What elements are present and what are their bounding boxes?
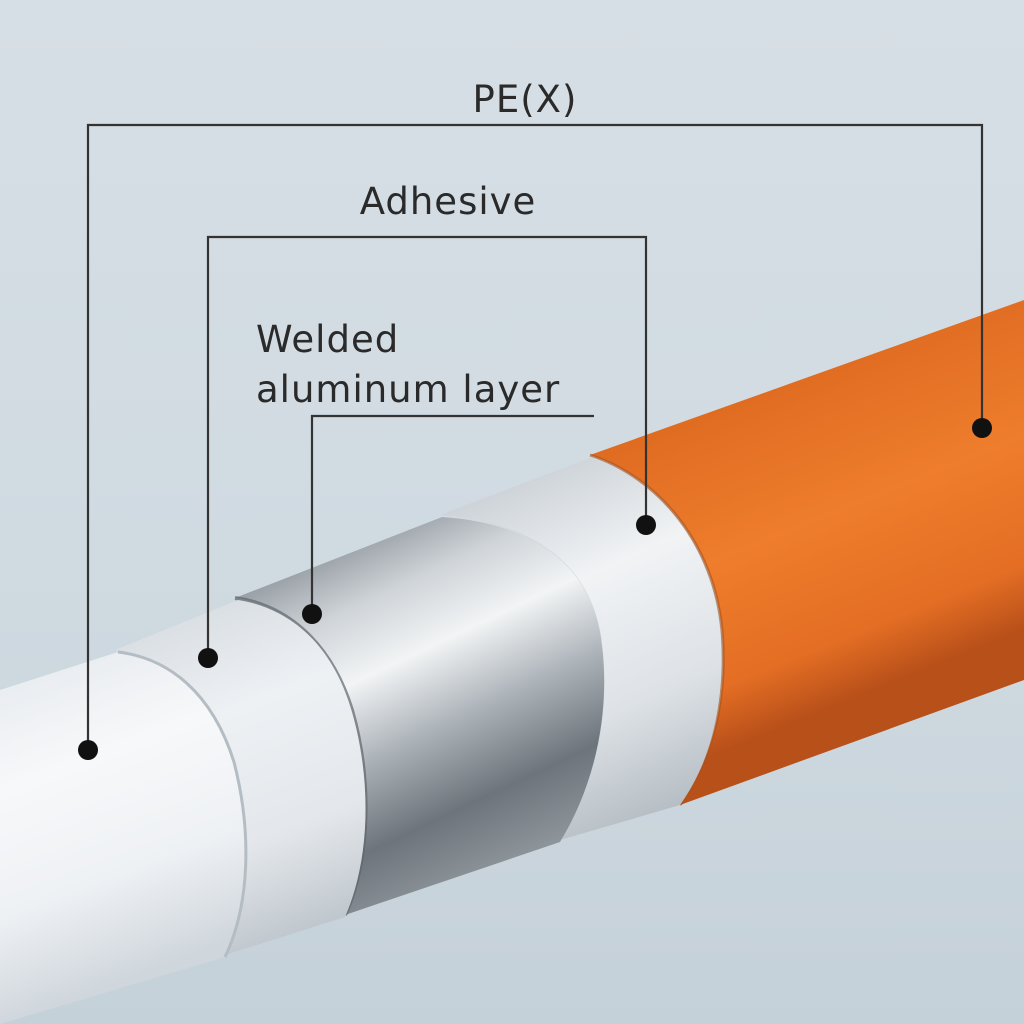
adhesive-leader-line (206, 235, 648, 658)
aluminum-dot (302, 604, 322, 624)
aluminum-label-line1: Welded (256, 318, 399, 361)
outer-adhesive-band (440, 458, 722, 840)
adhesive-outer-dot (636, 515, 656, 535)
aluminum-band (235, 517, 605, 915)
outer-pex-layer (590, 300, 1024, 805)
aluminum-label-line2: aluminum layer (256, 368, 560, 411)
inner-adhesive-band (115, 600, 366, 955)
adhesive-label: Adhesive (360, 180, 537, 223)
pex-outer-dot (972, 418, 992, 438)
inner-pex-core (0, 652, 246, 1024)
adhesive-inner-dot (198, 648, 218, 668)
pex-label: PE(X) (473, 78, 578, 121)
pex-inner-dot (78, 740, 98, 760)
inner-core-cut-edge (117, 650, 248, 958)
pex-leader-line (86, 123, 984, 750)
aluminum-leader-line (310, 414, 594, 614)
